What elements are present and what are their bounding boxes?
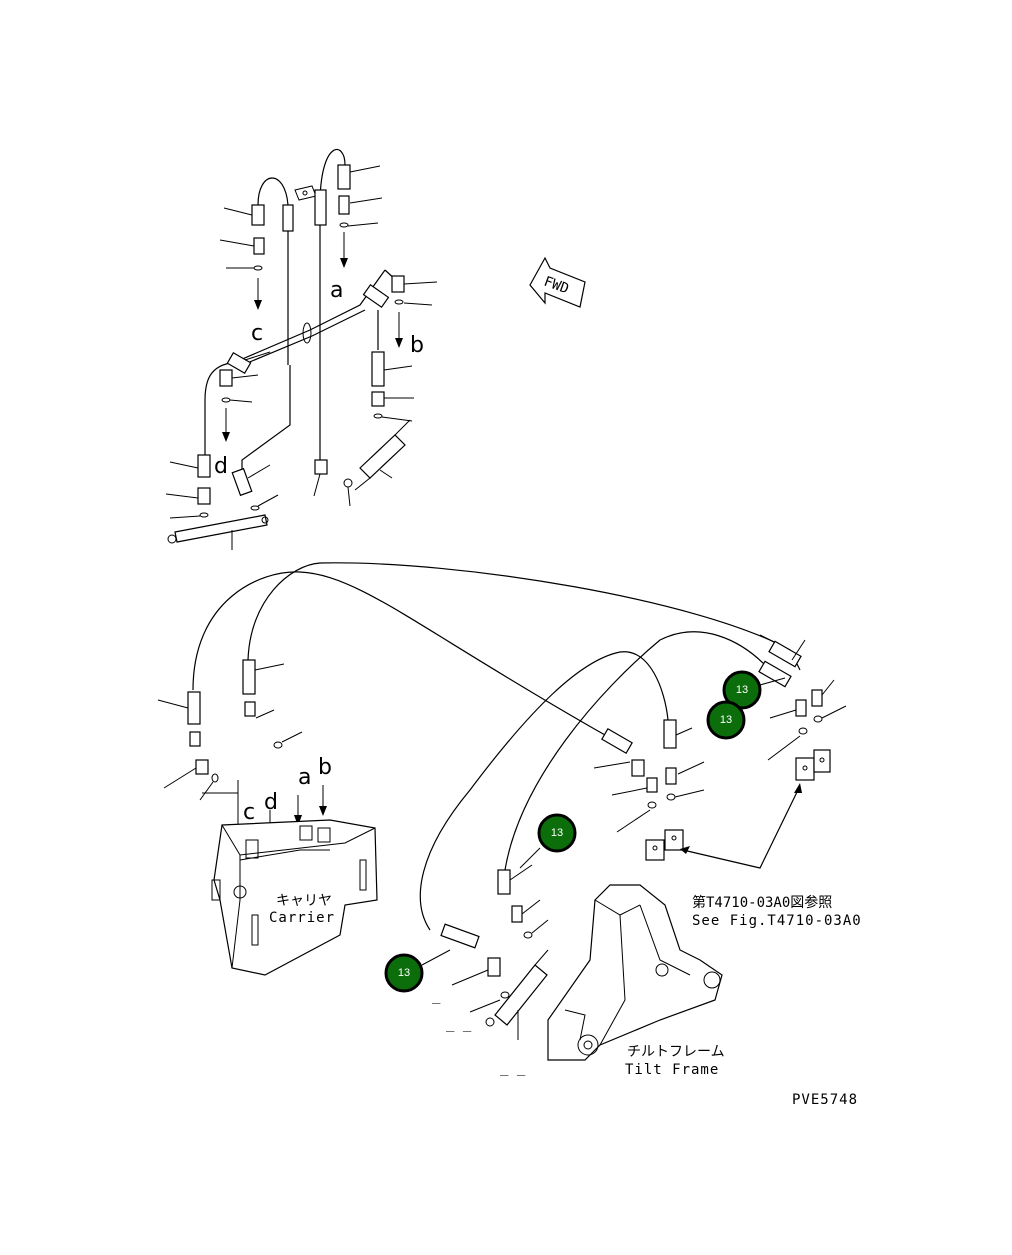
tilt-frame bbox=[547, 884, 723, 1061]
connection-letter-b-lower: b bbox=[318, 755, 332, 780]
callout-badge-number: 13 bbox=[720, 714, 732, 726]
fwd-direction-arrow: FWD bbox=[529, 256, 586, 308]
fitting-stack-left bbox=[219, 204, 294, 310]
callout-badge-circle bbox=[537, 813, 577, 853]
connection-letter-c-upper: c bbox=[251, 321, 263, 346]
connection-letter-a-upper: a bbox=[330, 278, 343, 303]
svg-text:_: _ bbox=[432, 988, 441, 1004]
callout-badge[interactable]: 13 bbox=[519, 813, 577, 869]
tilt-cylinder bbox=[485, 949, 549, 1040]
reference-note-jp: 第T4710-03A0図参照 bbox=[692, 894, 832, 911]
carrier-block bbox=[211, 819, 378, 976]
tilt-frame-label-jp: チルトフレーム bbox=[627, 1044, 725, 1060]
cylinder-right bbox=[343, 419, 411, 507]
lower-assembly: a b c d キャリヤ Carrier bbox=[157, 562, 862, 1078]
valve-block-right bbox=[795, 749, 831, 781]
callout-badge-circle bbox=[722, 670, 762, 710]
cylinder-left bbox=[167, 514, 269, 550]
carrier-label-en: Carrier bbox=[269, 910, 335, 926]
upper-exploded-view: a b c d bbox=[165, 148, 438, 550]
callout-badge-number: 13 bbox=[551, 827, 563, 839]
drawing-number: PVE5748 bbox=[792, 1092, 858, 1108]
connection-letter-d-upper: d bbox=[214, 454, 228, 479]
callout-badge-number: 13 bbox=[736, 684, 748, 696]
connection-letter-a-lower: a bbox=[298, 765, 311, 790]
callout-badge-number: 13 bbox=[398, 967, 410, 979]
tilt-frame-label-en: Tilt Frame bbox=[625, 1062, 719, 1078]
valve-block-center bbox=[645, 829, 684, 861]
callout-badge-circle bbox=[706, 700, 746, 740]
callout-badge[interactable]: 13 bbox=[384, 949, 451, 993]
callout-badge[interactable]: 13 bbox=[722, 670, 786, 710]
callout-badge-circle bbox=[384, 953, 424, 993]
connection-letter-c-lower: c bbox=[243, 800, 255, 825]
carrier-label-jp: キャリヤ bbox=[276, 893, 332, 909]
svg-text:_ _: _ _ bbox=[500, 1060, 526, 1076]
connection-letter-b-upper: b bbox=[410, 333, 424, 358]
connection-letter-d-lower: d bbox=[264, 790, 278, 815]
callout-badge[interactable]: 13 bbox=[706, 700, 746, 740]
fitting-stack-lower-left bbox=[165, 454, 279, 519]
svg-text:_ _: _ _ bbox=[446, 1016, 472, 1032]
fitting-stack-middle bbox=[314, 164, 383, 268]
reference-note-en: See Fig.T4710-03A0 bbox=[692, 913, 862, 929]
